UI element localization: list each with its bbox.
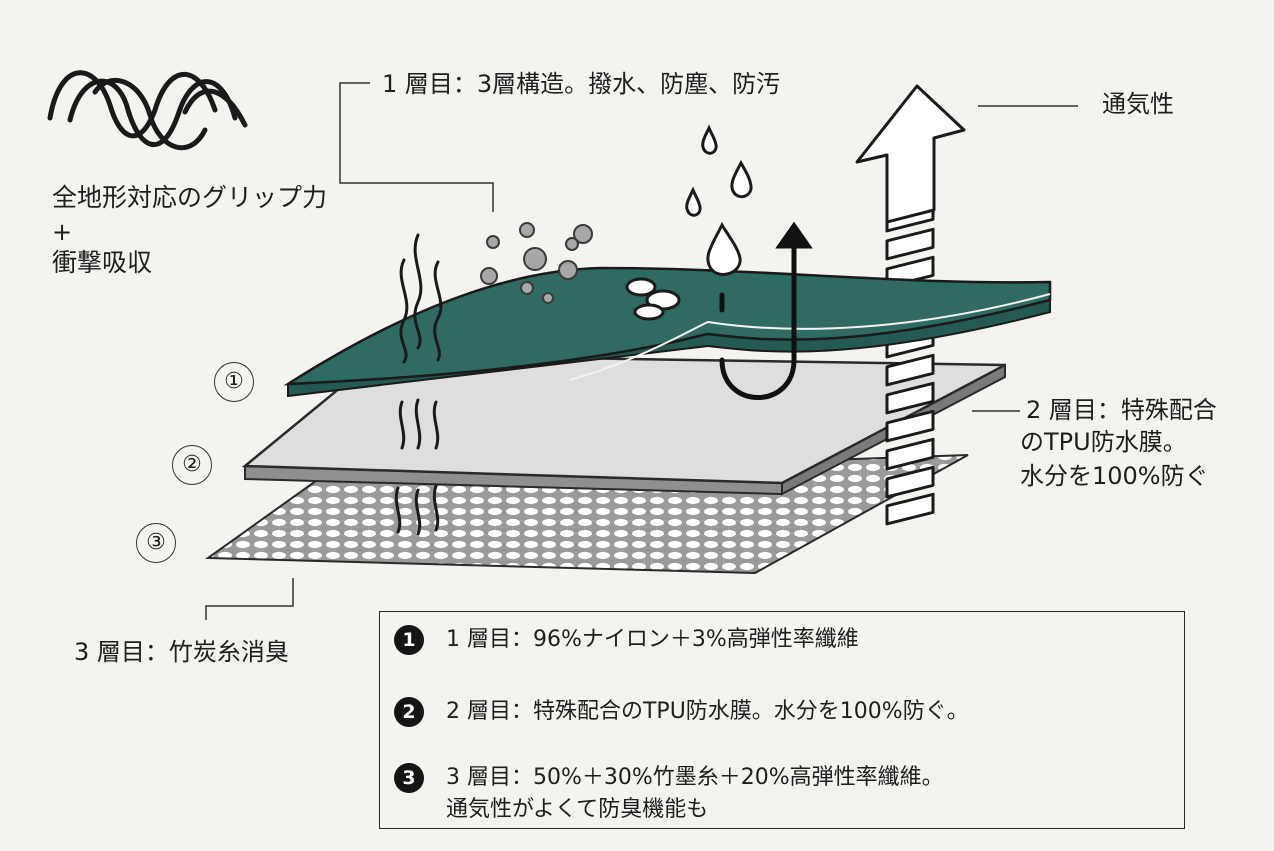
breathability-label: 通気性 (1102, 90, 1174, 118)
legend-number-badge: 1 (394, 625, 424, 655)
legend-text: 3 層目：50%＋30%竹墨糸＋20%高弾性率纖維。 (446, 765, 944, 790)
grip-label-line3: 衝撃吸収 (52, 248, 153, 277)
marker-1: ① (214, 362, 254, 402)
marker-2: ② (172, 445, 212, 485)
layer2-label-line1: 2 層目：特殊配合 (1026, 396, 1217, 424)
leader-lines (205, 82, 1078, 620)
water-drop-icon (625, 124, 753, 321)
up-arrow-icon (855, 84, 966, 526)
grip-label-line1: 全地形対応のグリップ力 (52, 183, 328, 212)
marker-3: ③ (136, 523, 176, 563)
legend-text-continuation: 通気性がよくて防臭機能も (446, 797, 709, 822)
legend-box: 1 1 層目：96%ナイロン＋3%高弾性率纖維 2 2 層目：特殊配合のTPU防水膜… (379, 611, 1185, 829)
return-arrow-icon (719, 221, 813, 400)
legend-row-3: 3 3 層目：50%＋30%竹墨糸＋20%高弾性率纖維。 通気性がよくて防臭機能も (394, 762, 944, 826)
grip-label-line2: + (52, 218, 73, 246)
legend-text: 1 層目：96%ナイロン＋3%高弾性率纖維 (446, 627, 859, 652)
layer1-callout-label: 1 層目：3層構造。撥水、防塵、防汚 (382, 70, 781, 98)
dust-particle-icon (480, 222, 593, 304)
legend-text: 2 層目：特殊配合のTPU防水膜。水分を100%防ぐ。 (446, 699, 969, 724)
legend-row-2: 2 2 層目：特殊配合のTPU防水膜。水分を100%防ぐ。 (394, 696, 969, 728)
layer3-callout-label: 3 層目：竹炭糸消臭 (74, 638, 289, 666)
legend-number-badge: 3 (394, 763, 424, 793)
legend-number-badge: 2 (394, 697, 424, 727)
steam-wave-icon (394, 233, 443, 536)
layer2-label-line2: のTPU防水膜。 (1020, 428, 1187, 456)
top-layer (283, 266, 1052, 398)
legend-row-1: 1 1 層目：96%ナイロン＋3%高弾性率纖維 (394, 624, 859, 656)
layer2-label-line3: 水分を100%防ぐ (1020, 462, 1209, 490)
grip-wave-icon (47, 70, 248, 151)
middle-layer (241, 353, 1006, 496)
